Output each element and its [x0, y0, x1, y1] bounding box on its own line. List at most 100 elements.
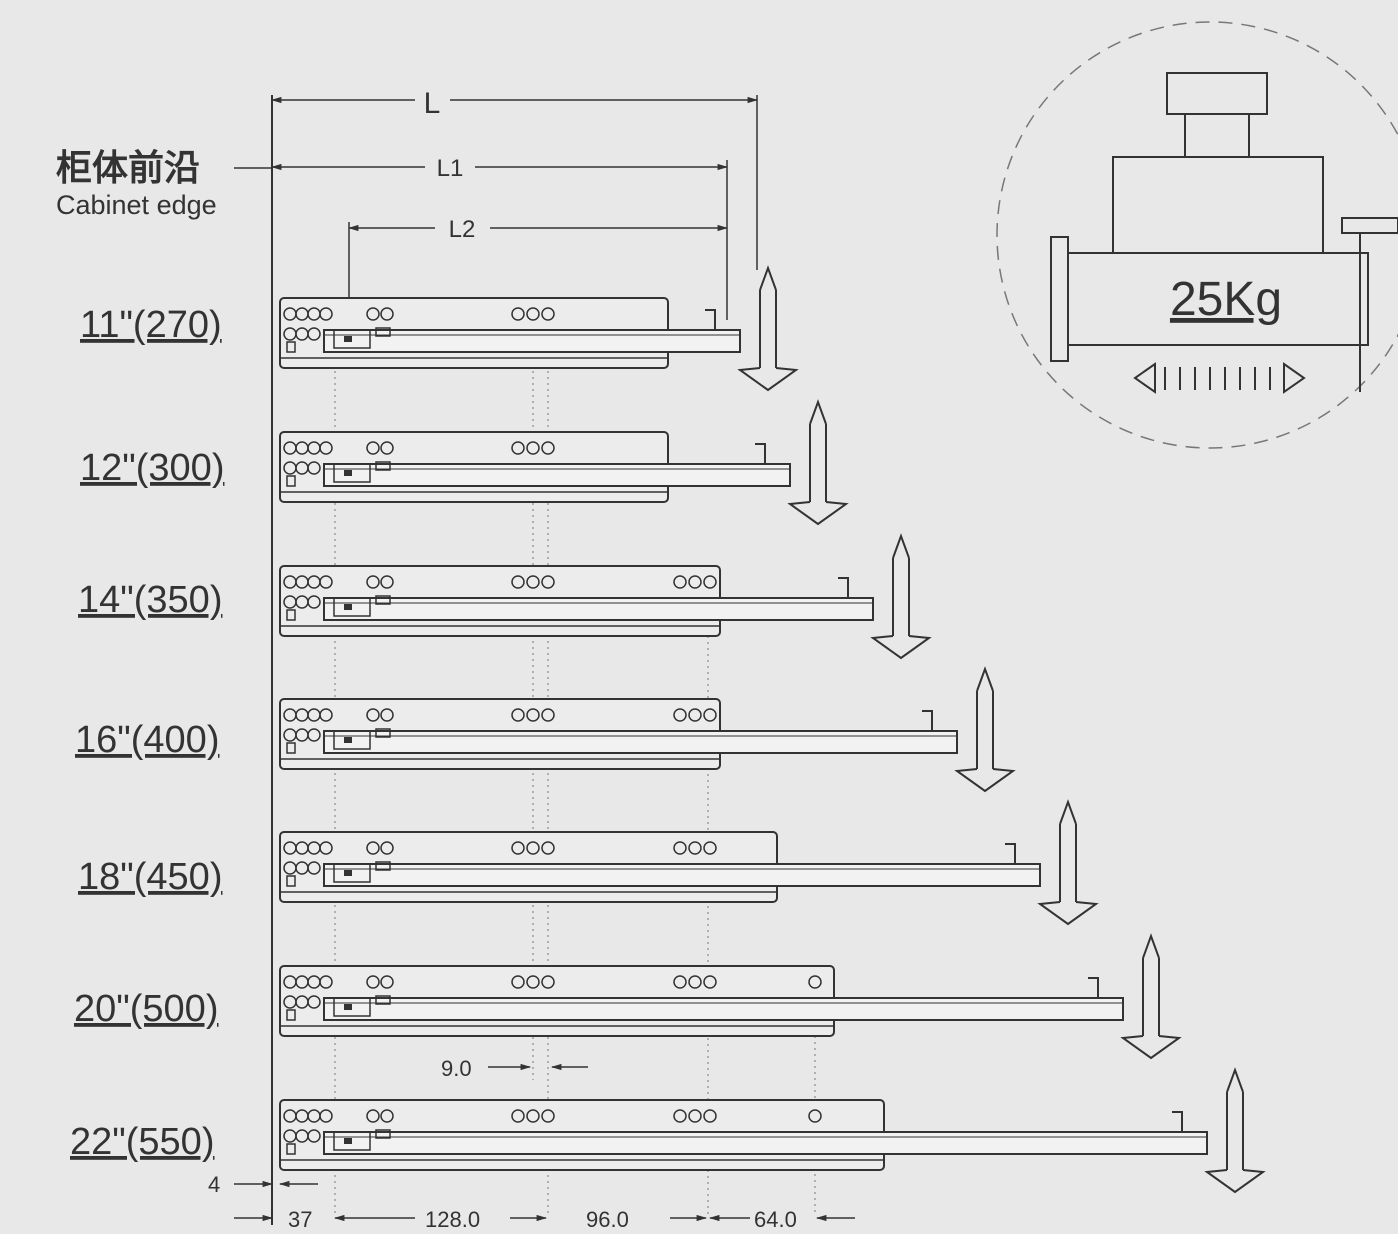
mounting-hole: [673, 841, 687, 855]
drawer-handle: [1341, 217, 1398, 234]
mounting-hole: [688, 575, 702, 589]
lift-arrow-icon: [870, 533, 932, 660]
dim-64-label: 64.0: [754, 1207, 797, 1232]
mounting-hole: [688, 708, 702, 722]
dimension-L-label: L: [424, 87, 441, 120]
mounting-hole: [541, 841, 555, 855]
mounting-hole: [380, 708, 394, 722]
mounting-hole: [673, 975, 687, 989]
weight-neck: [1184, 113, 1250, 158]
slide-inner-rail: [323, 863, 1041, 887]
drawer-slide: [279, 399, 849, 526]
rear-hook: [755, 443, 766, 464]
mounting-hole: [380, 307, 394, 321]
mounting-hole: [703, 708, 717, 722]
mounting-hole: [319, 975, 333, 989]
lift-arrow-icon: [1204, 1067, 1266, 1194]
size-label-350: 14"(350): [78, 579, 222, 621]
mounting-hole: [673, 575, 687, 589]
mounting-hole: [703, 975, 717, 989]
mounting-hole: [366, 575, 380, 589]
weight-body: [1112, 156, 1324, 254]
mounting-hole: [380, 441, 394, 455]
mounting-hole: [526, 975, 540, 989]
mounting-hole: [511, 1109, 525, 1123]
load-capacity-label: 25Kg: [1170, 273, 1282, 326]
size-label-550: 22"(550): [70, 1121, 214, 1163]
slide-inner-rail: [323, 1131, 1208, 1155]
mounting-hole: [511, 441, 525, 455]
mounting-hole: [688, 841, 702, 855]
mounting-hole: [541, 975, 555, 989]
dimension-L2-label: L2: [449, 216, 476, 243]
mounting-hole: [673, 1109, 687, 1123]
mounting-hole: [703, 575, 717, 589]
mounting-hole: [366, 975, 380, 989]
size-label-300: 12"(300): [80, 447, 224, 489]
drawer-front-panel: [1050, 236, 1069, 362]
front-bracket: [333, 329, 371, 349]
mounting-hole: [526, 1109, 540, 1123]
mounting-hole: [511, 841, 525, 855]
rear-hook: [1088, 977, 1099, 998]
mounting-hole: [541, 708, 555, 722]
mounting-hole: [380, 841, 394, 855]
drawer-slide: [279, 1067, 1266, 1194]
drawer-slide: [279, 265, 799, 392]
mounting-hole: [688, 1109, 702, 1123]
dim-4-label: 4: [208, 1172, 220, 1197]
mounting-hole: [307, 861, 321, 875]
front-bracket: [333, 730, 371, 750]
mounting-hole: [366, 708, 380, 722]
mounting-hole: [511, 575, 525, 589]
mounting-hole: [541, 441, 555, 455]
dimension-L: L: [270, 87, 759, 270]
slide-inner-rail: [323, 997, 1124, 1021]
mounting-hole: [541, 307, 555, 321]
mounting-hole: [307, 995, 321, 1009]
slide-inner-rail: [323, 329, 741, 353]
mounting-hole: [541, 1109, 555, 1123]
rear-hook: [1005, 843, 1016, 864]
mounting-hole: [703, 841, 717, 855]
mounting-hole: [526, 307, 540, 321]
drawer-slide: [279, 799, 1099, 926]
rear-hook: [922, 710, 933, 731]
front-bracket: [333, 1131, 371, 1151]
mounting-hole: [366, 1109, 380, 1123]
lift-arrow-icon: [1037, 799, 1099, 926]
size-label-450: 18"(450): [78, 856, 222, 898]
dim-128-label: 128.0: [425, 1207, 480, 1232]
rear-hook: [1172, 1111, 1183, 1132]
front-bracket: [333, 863, 371, 883]
mounting-hole: [541, 575, 555, 589]
cabinet-edge-en-label: Cabinet edge: [56, 190, 217, 220]
slides-group: [279, 265, 1266, 1194]
size-label-500: 20"(500): [74, 988, 218, 1030]
dimension-L1: L1: [234, 155, 729, 320]
mounting-hole: [366, 441, 380, 455]
mounting-hole: [703, 1109, 717, 1123]
dim-37-label: 37: [288, 1207, 312, 1232]
dimension-L2: L2: [347, 216, 729, 320]
mounting-hole: [526, 575, 540, 589]
mounting-hole: [380, 975, 394, 989]
mounting-hole: [307, 1129, 321, 1143]
mounting-hole: [808, 975, 822, 989]
front-bracket: [333, 463, 371, 483]
mounting-hole: [511, 975, 525, 989]
drawer-slide: [279, 533, 932, 660]
load-rating-badge: 25Kg: [996, 21, 1398, 449]
slide-inner-rail: [323, 730, 958, 754]
slide-inner-rail: [323, 597, 874, 621]
mounting-hole: [319, 441, 333, 455]
rear-hook: [838, 577, 849, 598]
mounting-hole: [319, 708, 333, 722]
lift-arrow-icon: [737, 265, 799, 392]
mounting-hole: [307, 595, 321, 609]
push-pull-arrow-icon: [1133, 362, 1306, 394]
front-bracket: [333, 997, 371, 1017]
lift-arrow-icon: [1120, 933, 1182, 1060]
mounting-hole: [307, 728, 321, 742]
